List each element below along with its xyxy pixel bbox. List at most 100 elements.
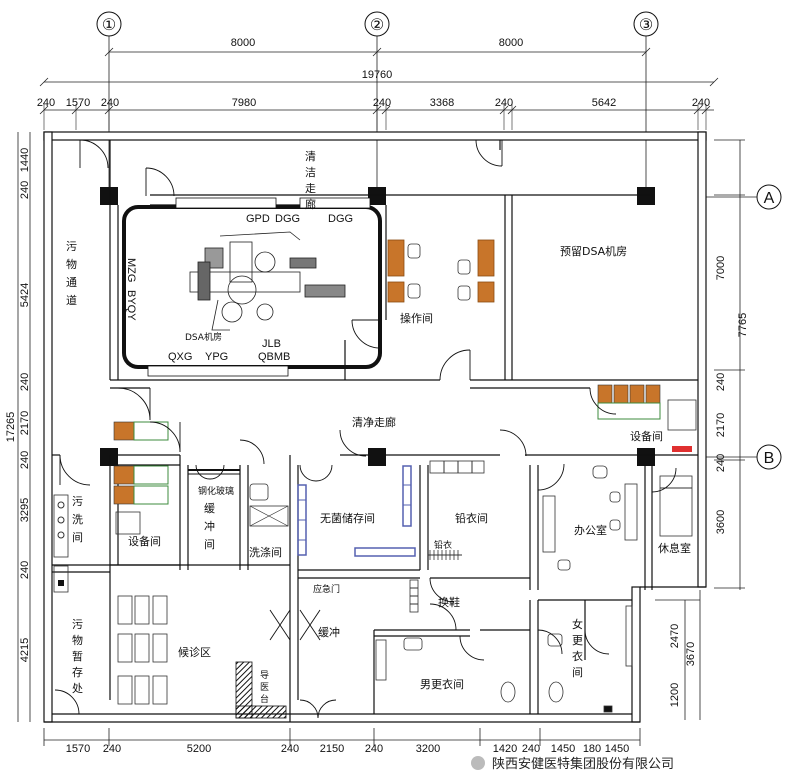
- label-control-room: 操作间: [400, 311, 433, 325]
- dim-bottom-seg-1: 240: [103, 743, 121, 755]
- steel-glass-window: [188, 469, 240, 475]
- label-office: 办公室: [574, 523, 607, 537]
- label-dgg-2: DGG: [328, 213, 353, 225]
- dim-bottom-seg-10: 180: [583, 743, 601, 755]
- dim-span-23: 8000: [499, 37, 523, 49]
- label-buffer-left: 缓冲间: [204, 502, 215, 551]
- label-equipment-room-right: 设备间: [630, 429, 663, 443]
- axis-grid: ① ② ③ A B: [96, 11, 782, 470]
- axis-a-label: A: [764, 190, 775, 207]
- lead-coat-racks: [428, 460, 485, 560]
- bottom-dimensions: 1570 240 5200 240 2150 240 3200 1420 240…: [43, 728, 641, 755]
- dim-top-seg-5: 3368: [430, 97, 454, 109]
- label-emergency-door: 应急门: [313, 583, 340, 595]
- label-gpd: GPD: [246, 213, 270, 225]
- label-dirty-passage: 污物通道: [66, 240, 77, 307]
- left-dimensions: 17265 1440 240 5424 240 2170 240 3295 24…: [5, 132, 31, 722]
- dim-right-seg-0: 7000: [715, 256, 727, 280]
- dim-right-seg-6: 2470: [669, 624, 681, 648]
- dim-top-seg-4: 240: [373, 97, 391, 109]
- dim-bottom-seg-5: 240: [365, 743, 383, 755]
- dim-bottom-seg-2: 5200: [187, 743, 211, 755]
- label-lead-coat: 铅衣: [434, 539, 452, 551]
- dim-bottom-seg-0: 1570: [66, 743, 90, 755]
- watermark: 陕西安健医特集团股份有限公司: [471, 756, 674, 772]
- equipment-labels: GPD DGG DGG MZG BYQY JLB QXG YPG QBMB: [125, 213, 353, 363]
- label-clean-corridor-top-1: 清洁走廊: [305, 150, 316, 211]
- dim-right-seg-7: 3670: [685, 642, 697, 666]
- dim-top-seg-7: 5642: [592, 97, 616, 109]
- dim-left-seg-0: 1440: [19, 148, 31, 172]
- dim-right-seg-4: 240: [715, 454, 727, 472]
- label-mzg: MZG: [125, 258, 137, 282]
- dim-bottom-seg-9: 1450: [551, 743, 575, 755]
- label-rest-room: 休息室: [658, 541, 691, 555]
- label-qxg: QXG: [168, 351, 192, 363]
- sanitary-fixtures: [375, 605, 633, 713]
- dim-left-seg-7: 240: [19, 561, 31, 579]
- dim-top-seg-0: 240: [37, 97, 55, 109]
- label-clean-corridor: 清净走廊: [352, 415, 396, 429]
- dim-bottom-seg-7: 1420: [493, 743, 517, 755]
- doors: [54, 139, 677, 719]
- label-reserved-dsa: 预留DSA机房: [560, 244, 627, 258]
- dim-total-width: 19760: [362, 69, 393, 81]
- label-shoe-change: 换鞋: [438, 595, 460, 609]
- axis-3-label: ③: [639, 17, 653, 34]
- dim-top-seg-6: 240: [495, 97, 513, 109]
- dim-top-seg-8: 240: [692, 97, 710, 109]
- dim-right-seg-3: 2170: [715, 413, 727, 437]
- equipment-cabinets-right: [597, 384, 697, 452]
- label-qbmb: QBMB: [258, 351, 290, 363]
- dim-bottom-seg-11: 1450: [605, 743, 629, 755]
- watermark-text: 陕西安健医特集团股份有限公司: [492, 756, 674, 772]
- sterile-storage-shelves: [297, 465, 416, 557]
- dim-top-seg-2: 240: [101, 97, 119, 109]
- dim-left-seg-4: 2170: [19, 411, 31, 435]
- dim-top-seg-1: 1570: [66, 97, 90, 109]
- dim-right-seg-5: 3600: [715, 510, 727, 534]
- control-room-furniture: [387, 239, 495, 303]
- wash-room-fixtures: [249, 483, 289, 527]
- label-buffer-lower: 缓冲: [318, 625, 340, 639]
- dim-bottom-seg-3: 240: [281, 743, 299, 755]
- top-dimensions: 8000 8000 19760 240 1570 240 7980 240 33…: [37, 37, 719, 130]
- outer-walls: [43, 131, 707, 723]
- label-waiting-area: 候诊区: [178, 645, 211, 659]
- label-wash-room: 洗涤间: [249, 545, 282, 559]
- dirty-wash-fixtures: [53, 494, 69, 593]
- dim-left-seg-8: 4215: [19, 638, 31, 662]
- dim-right-seg-1: 7765: [737, 313, 749, 337]
- shoe-rack: [409, 579, 419, 613]
- axis-1-label: ①: [102, 17, 116, 34]
- equipment-cabinets-left: [113, 421, 169, 535]
- label-jlb: JLB: [262, 338, 281, 350]
- dim-left-seg-3: 240: [19, 373, 31, 391]
- label-lead-coat-room: 铅衣间: [455, 511, 488, 525]
- dim-bottom-seg-6: 3200: [416, 743, 440, 755]
- dim-right-seg-8: 1200: [669, 683, 681, 707]
- dim-left-seg-6: 3295: [19, 498, 31, 522]
- dim-left-seg-2: 5424: [19, 283, 31, 307]
- label-dirty-temp-store: 污物暂存处: [72, 618, 83, 695]
- dim-top-seg-3: 7980: [232, 97, 256, 109]
- label-byqy: BYQY: [125, 290, 137, 321]
- label-male-changing: 男更衣间: [420, 677, 464, 691]
- structural-columns: [100, 187, 655, 466]
- guide-desk: [235, 661, 287, 719]
- label-steel-glass: 钢化玻璃: [198, 485, 234, 497]
- dim-left-total: 17265: [5, 412, 17, 443]
- right-dimensions: 7000 7765 240 2170 240 3600 2470 3670 12…: [655, 139, 749, 720]
- label-guide-desk: 导医台: [260, 670, 269, 705]
- dim-bottom-seg-8: 240: [522, 743, 540, 755]
- room-labels: 清洁走廊 污物通道 DSA机房 操作间 预留DSA机房 清净走廊 设备间 设备间…: [66, 150, 691, 705]
- label-female-changing: 女更衣间: [572, 617, 583, 679]
- dsa-room-outline: [122, 197, 382, 377]
- dim-left-seg-1: 240: [19, 181, 31, 199]
- waiting-seats: [117, 595, 168, 705]
- dim-right-seg-2: 240: [715, 373, 727, 391]
- label-dgg-1: DGG: [275, 213, 300, 225]
- dsa-machine: [189, 231, 346, 331]
- axis-2-label: ②: [370, 17, 384, 34]
